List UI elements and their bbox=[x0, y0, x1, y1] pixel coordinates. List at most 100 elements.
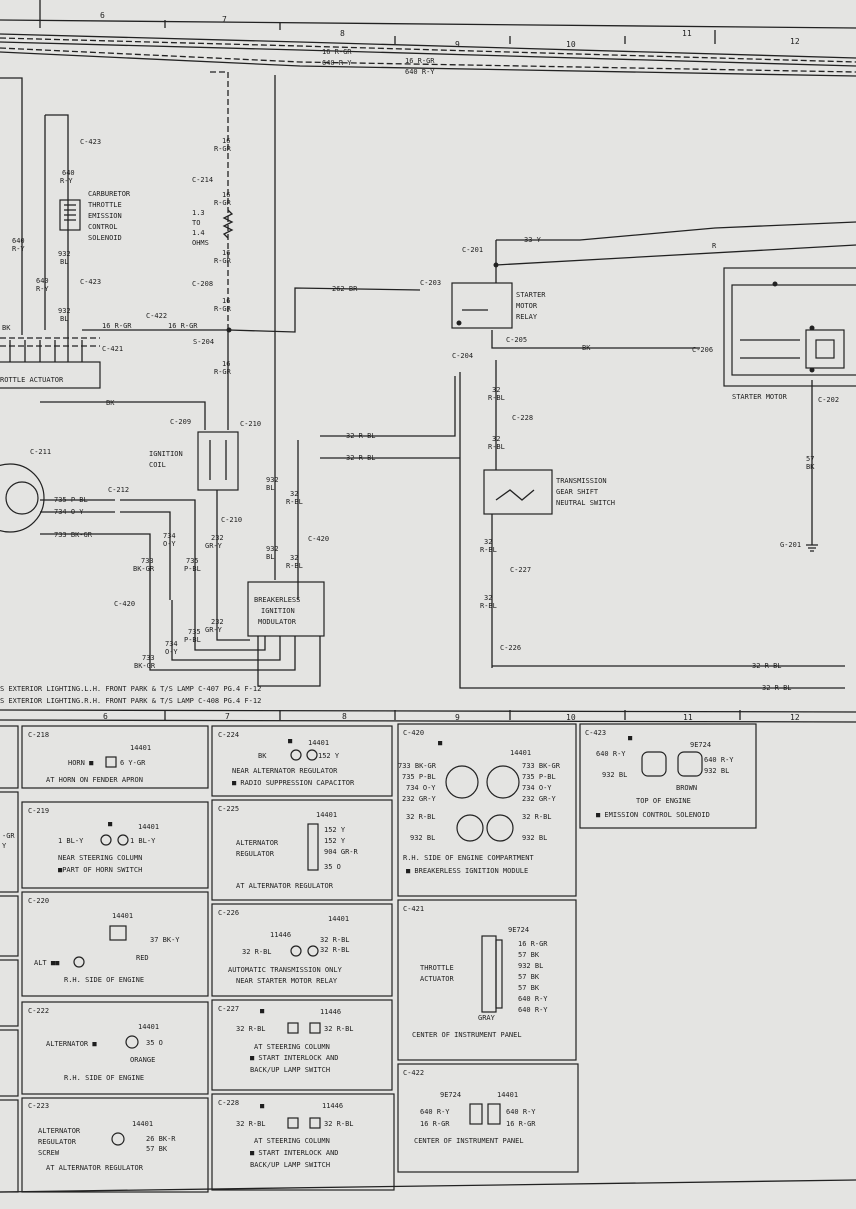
pin-marker: ■ bbox=[438, 739, 443, 747]
location-label: AT ALTERNATOR REGULATOR bbox=[236, 882, 334, 890]
connector-label: C-423 bbox=[80, 278, 101, 286]
grid-label: 6 bbox=[100, 11, 105, 20]
wire-label: BL bbox=[266, 484, 274, 492]
wire-label: R-BL bbox=[488, 443, 505, 451]
pin-label: ACTUATOR bbox=[420, 975, 455, 983]
pin-label: 640 R-Y bbox=[704, 756, 734, 764]
pin-label: 733 BK-GR bbox=[398, 762, 437, 770]
wire-label: BK-GR bbox=[134, 662, 156, 670]
wire-label: 733 BK-GR bbox=[54, 531, 93, 539]
pin-label: 57 BK bbox=[146, 1145, 168, 1153]
connector-box-c222 bbox=[21, 1001, 209, 1095]
connector-id: C-226 bbox=[218, 909, 239, 917]
pin-label: 32 R-BL bbox=[324, 1120, 354, 1128]
pin-label: 16 R-GR bbox=[518, 940, 548, 948]
wire-label: 932 bbox=[266, 476, 279, 484]
connector-label: C-202 bbox=[818, 396, 839, 404]
wire-label: 16 bbox=[222, 360, 230, 368]
wire-label: 735 bbox=[188, 628, 201, 636]
connector-box-c227 bbox=[211, 999, 393, 1091]
wire-label: 16 bbox=[222, 249, 230, 257]
pin-label: 232 GR-Y bbox=[522, 795, 557, 803]
wire-label: 932 bbox=[58, 307, 71, 315]
pin-label: GRAY bbox=[478, 1014, 496, 1022]
grid-label: 11 bbox=[683, 713, 693, 722]
connector-id: C-227 bbox=[218, 1005, 239, 1013]
wire-label: BK bbox=[582, 344, 591, 352]
grid-label: 12 bbox=[790, 37, 800, 46]
pin-label: 32 R-BL bbox=[320, 936, 350, 944]
connector-box-c421 bbox=[397, 899, 577, 1061]
ground-label: G-201 bbox=[780, 541, 801, 549]
pin-label: 32 R-BL bbox=[236, 1120, 266, 1128]
location-label: CENTER OF INSTRUMENT PANEL bbox=[412, 1031, 522, 1039]
part-number: 11446 bbox=[322, 1102, 343, 1110]
part-number: 14401 bbox=[138, 823, 159, 831]
wire-label: 32 bbox=[484, 594, 492, 602]
part-number: 14401 bbox=[138, 1023, 159, 1031]
part-number: 14401 bbox=[308, 739, 329, 747]
part-number: 14401 bbox=[132, 1120, 153, 1128]
location-label: TOP OF ENGINE bbox=[636, 797, 691, 805]
connector-label: C-212 bbox=[108, 486, 129, 494]
connector-label: C-206 bbox=[692, 346, 713, 354]
location-label: ■ START INTERLOCK AND bbox=[250, 1054, 339, 1062]
pin-label: ALTERNATOR bbox=[38, 1127, 81, 1135]
pin-label: Y bbox=[2, 842, 7, 850]
connector-id: C-222 bbox=[28, 1007, 49, 1015]
grid-label: 10 bbox=[566, 713, 576, 722]
location-label: NEAR STEERING COLUMN bbox=[58, 854, 142, 862]
connector-label: C-201 bbox=[462, 246, 483, 254]
component-label: SOLENOID bbox=[88, 234, 122, 242]
grid-label: 7 bbox=[222, 15, 227, 24]
connector-label: C-228 bbox=[512, 414, 533, 422]
component-label: STARTER bbox=[516, 291, 546, 299]
connector-label: C-208 bbox=[192, 280, 213, 288]
component-label: MODULATOR bbox=[258, 618, 297, 626]
connector-id: C-224 bbox=[218, 731, 239, 739]
location-label: R.H. SIDE OF ENGINE bbox=[64, 976, 144, 984]
wire-label: BK bbox=[806, 463, 815, 471]
pin-label: ALT ■■ bbox=[34, 959, 60, 967]
pin-label: 735 P-BL bbox=[402, 773, 436, 781]
connector-label: C-211 bbox=[30, 448, 51, 456]
pin-label: 32 R-BL bbox=[324, 1025, 354, 1033]
wire-label: GR-Y bbox=[205, 542, 223, 550]
wire-label: 734 bbox=[165, 640, 178, 648]
part-number: 9E724 bbox=[690, 741, 711, 749]
wire-label: 32 bbox=[484, 538, 492, 546]
pin-label: 932 BL bbox=[410, 834, 435, 842]
wire-label: 733 bbox=[141, 557, 154, 565]
connector-label: C-422 bbox=[146, 312, 167, 320]
location-label: ■ BREAKERLESS IGNITION MODULE bbox=[406, 867, 528, 875]
wire-label: 262 BR bbox=[332, 285, 358, 293]
location-label: NEAR ALTERNATOR REGULATOR bbox=[232, 767, 338, 775]
wire-label: R-Y bbox=[60, 177, 73, 185]
connector-label: C-210 bbox=[221, 516, 242, 524]
part-number: 14401 bbox=[497, 1091, 518, 1099]
pin-label: 26 BK-R bbox=[146, 1135, 176, 1143]
connector-label: C-423 bbox=[80, 138, 101, 146]
wire-label: 734 bbox=[163, 532, 176, 540]
wire-label: P-BL bbox=[184, 565, 201, 573]
wire-label: R-BL bbox=[480, 602, 497, 610]
connector-box-c218 bbox=[21, 725, 209, 789]
pin-marker: ■ bbox=[108, 820, 113, 828]
pin-label: 932 BL bbox=[602, 771, 627, 779]
connector-id: C-220 bbox=[28, 897, 49, 905]
pin-label: 57 BK bbox=[518, 951, 540, 959]
wire-label: R-Y bbox=[12, 245, 25, 253]
pin-label: 35 O bbox=[324, 863, 341, 871]
wire-label: R-Y bbox=[36, 285, 49, 293]
pin-label: 152 Y bbox=[324, 826, 346, 834]
location-label: ■ RADIO SUPPRESSION CAPACITOR bbox=[232, 779, 355, 787]
grid-label: 10 bbox=[566, 40, 576, 49]
part-number: 9E724 bbox=[440, 1091, 461, 1099]
location-label: AUTOMATIC TRANSMISSION ONLY bbox=[228, 966, 343, 974]
connector-label: C-205 bbox=[506, 336, 527, 344]
component-label: NEUTRAL SWITCH bbox=[556, 499, 615, 507]
pin-marker: ■ bbox=[628, 734, 633, 742]
connector-box-c226 bbox=[211, 903, 393, 997]
resistor-label: 1.3 bbox=[192, 209, 205, 217]
resistor-label: TO bbox=[192, 219, 200, 227]
